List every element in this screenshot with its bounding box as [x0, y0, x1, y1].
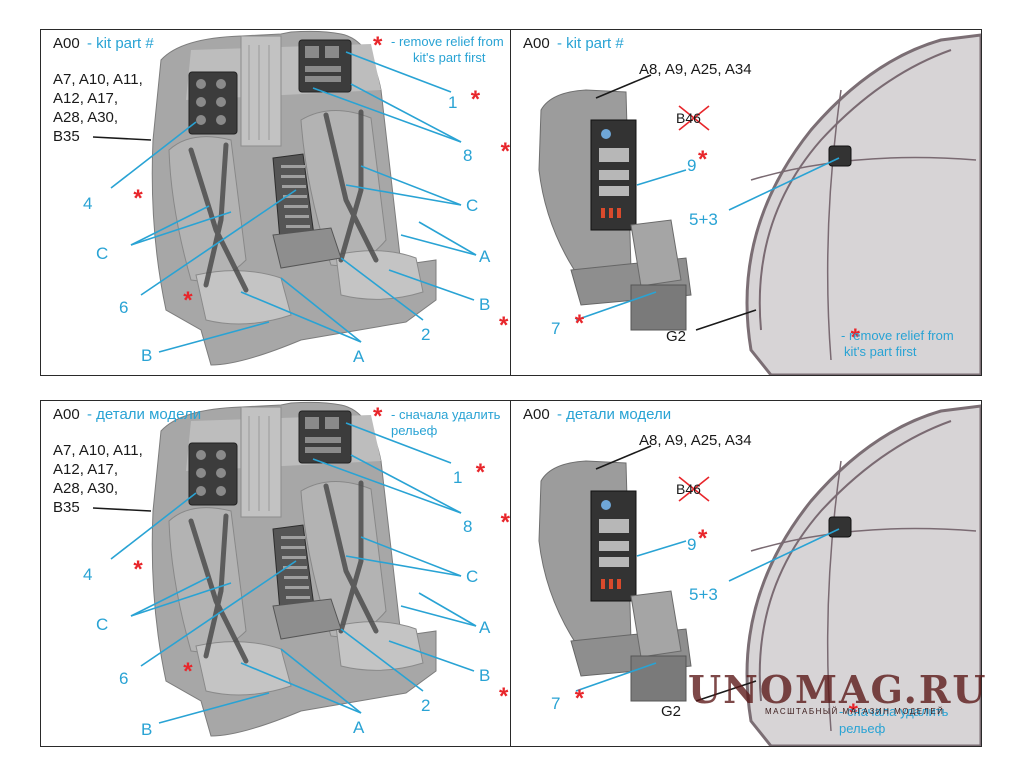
- note-line-1: - сначала удалить: [391, 407, 501, 422]
- star-marker: *: [698, 146, 708, 173]
- struck-part-label: B46: [676, 481, 701, 497]
- panel-seats-english: A00 - kit part # A7, A10, A11, A12, A17,…: [40, 29, 512, 376]
- star-marker: *: [373, 32, 383, 59]
- callout-5-3: 5+3: [689, 585, 718, 604]
- panel-seats-russian: A00 - детали модели A7, A10, A11, A12, A…: [40, 400, 512, 747]
- star-marker: *: [183, 658, 193, 685]
- star-marker: *: [574, 685, 585, 712]
- callout-1: 1: [448, 93, 458, 112]
- part-g2-label: G2: [661, 703, 682, 720]
- note-line-1: - remove relief from: [391, 34, 504, 49]
- star-marker: *: [848, 699, 858, 726]
- watermark-subtitle: МАСШТАБНЫЙ МАГАЗИН МОДЕЛЕЙ: [765, 707, 945, 716]
- kit-label: - детали модели: [87, 406, 202, 423]
- callout-2: 2: [421, 325, 431, 344]
- star-marker: *: [133, 556, 143, 583]
- callout-c-right: C: [466, 196, 479, 215]
- note-line-2: рельеф: [391, 423, 438, 438]
- kit-label: - kit part #: [557, 35, 624, 52]
- star-marker: *: [500, 509, 510, 536]
- note-line-1: - сначала удалить: [839, 704, 949, 719]
- callout-b-left: B: [141, 346, 153, 365]
- kit-code: A00: [523, 406, 550, 423]
- kit-list: A7, A10, A11, A12, A17, A28, A30, B35: [53, 442, 143, 516]
- star-marker: *: [500, 138, 510, 165]
- star-marker: *: [470, 86, 481, 113]
- callout-a-right: A: [479, 618, 491, 637]
- callout-7: 7: [551, 319, 561, 338]
- callout-5-3: 5+3: [689, 210, 718, 229]
- star-marker: *: [133, 185, 143, 212]
- console-canopy-diagram: [538, 404, 981, 746]
- callout-4: 4: [83, 194, 93, 213]
- star-marker: *: [574, 310, 585, 337]
- console-canopy-diagram: [538, 33, 981, 375]
- callout-8: 8: [463, 517, 473, 536]
- kit-list: A7, A10, A11, A12, A17, A28, A30, B35: [53, 71, 143, 145]
- callout-9: 9: [687, 156, 697, 175]
- callout-b-left: B: [141, 720, 153, 739]
- star-marker: *: [498, 312, 509, 339]
- callout-8: 8: [463, 146, 473, 165]
- callout-4: 4: [83, 565, 93, 584]
- callout-c-left: C: [96, 244, 109, 263]
- panel-console-canopy-english: A00 - kit part # A8, A9, A25, A34 B46 9 …: [510, 29, 982, 376]
- note-line-2: kit's part first: [844, 344, 917, 359]
- kit-list: A8, A9, A25, A34: [639, 432, 752, 449]
- callout-a-bottom: A: [353, 347, 365, 366]
- note-line-2: рельеф: [839, 721, 886, 736]
- callout-b-right: B: [479, 666, 491, 685]
- star-marker: *: [475, 459, 486, 486]
- kit-label: - kit part #: [87, 35, 154, 52]
- callout-c-right: C: [466, 567, 479, 586]
- note-line-2: kit's part first: [413, 50, 486, 65]
- struck-part-label: B46: [676, 110, 701, 126]
- part-g2-label: G2: [666, 328, 687, 345]
- star-marker: *: [373, 403, 383, 430]
- callout-2: 2: [421, 696, 431, 715]
- star-marker: *: [183, 287, 193, 314]
- watermark-logo: UNOMAG.RU: [688, 667, 988, 712]
- callout-a-bottom: A: [353, 718, 365, 737]
- callout-1: 1: [453, 468, 463, 487]
- callout-9: 9: [687, 535, 697, 554]
- note-line-1: - remove relief from: [841, 328, 954, 343]
- callout-b-right: B: [479, 295, 491, 314]
- callout-a-right: A: [479, 247, 491, 266]
- kit-label: - детали модели: [557, 406, 672, 423]
- seats-diagram: [92, 401, 477, 737]
- kit-code: A00: [523, 35, 550, 52]
- callout-7: 7: [551, 694, 561, 713]
- callout-6: 6: [119, 298, 129, 317]
- seats-diagram: [92, 30, 477, 366]
- callout-6: 6: [119, 669, 129, 688]
- star-marker: *: [850, 324, 860, 351]
- star-marker: *: [698, 525, 708, 552]
- kit-list: A8, A9, A25, A34: [639, 61, 752, 78]
- panel-console-canopy-russian: A00 - детали модели A8, A9, A25, A34 B46…: [510, 400, 982, 747]
- kit-code: A00: [53, 406, 80, 423]
- kit-code: A00: [53, 35, 80, 52]
- star-marker: *: [498, 683, 509, 710]
- callout-c-left: C: [96, 615, 109, 634]
